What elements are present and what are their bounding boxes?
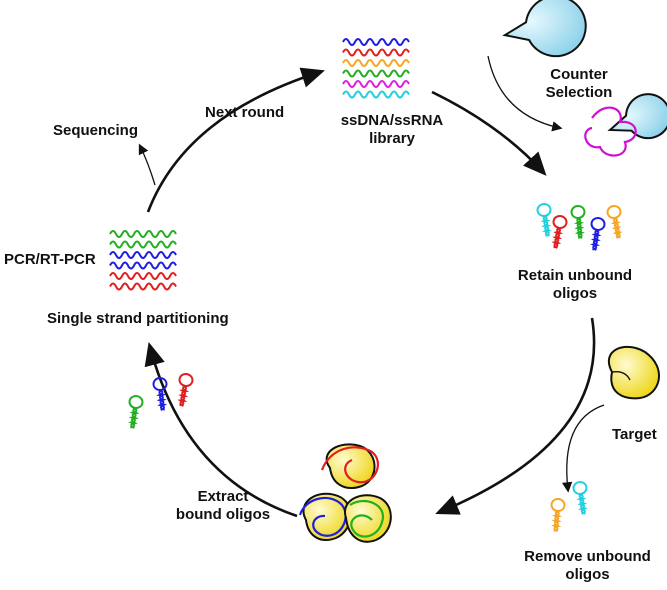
counter-label-line2: Selection (545, 84, 613, 101)
arrow-library-to-retain (431, 90, 547, 176)
extract-label-line2: bound oligos (175, 506, 271, 523)
next-round-label: Next round (205, 104, 285, 121)
remove-label: Remove unbound oligos (510, 548, 665, 584)
cycle-arrows (144, 67, 596, 518)
removed-oligos (550, 480, 588, 532)
arrow-remove-unbound (561, 404, 605, 493)
library-strand (342, 69, 410, 78)
library-strand (342, 38, 410, 46)
extracted-oligos (128, 372, 194, 429)
library-label: ssDNA/ssRNA library (322, 112, 462, 148)
complex-right (344, 494, 392, 543)
removed-oligo (572, 480, 588, 515)
arrow-nextround-to-library (146, 67, 325, 213)
extracted-oligo (128, 394, 144, 429)
retain-label-line1: Retain unbound (517, 267, 633, 284)
counter-protein (502, 0, 587, 58)
library-strand (342, 80, 410, 88)
complex-top (320, 443, 379, 489)
pcr-strand (109, 261, 177, 270)
counter-protein-bound (584, 93, 667, 157)
counter-selection-label: Counter Selection (524, 66, 634, 102)
library-strand (342, 90, 410, 99)
target-label: Target (612, 426, 657, 443)
retain-label-line2: oligos (552, 285, 598, 302)
extract-label: Extract bound oligos (168, 488, 278, 524)
remove-label-line1: Remove unbound (524, 548, 651, 565)
pcr-strand (109, 282, 177, 291)
pcr-strand (109, 230, 177, 238)
counter-label-line1: Counter (550, 66, 608, 83)
pcr-strand (109, 272, 177, 280)
sequencing-label: Sequencing (53, 122, 139, 139)
pcr-label: PCR/RT-PCR (4, 251, 96, 268)
pcr-strand (109, 240, 177, 249)
side-arrows (138, 55, 605, 493)
library-strand (342, 59, 410, 67)
retained-oligo (536, 202, 552, 237)
pcr-strands (109, 230, 177, 291)
arrow-retain-to-extract (435, 317, 596, 515)
arrow-counter-selection (487, 55, 563, 132)
arrow-to-sequencing (138, 143, 156, 186)
retained-oligo (606, 204, 623, 239)
library-strand (342, 48, 410, 57)
library-label-line2: library (369, 130, 415, 147)
retained-oligo (570, 204, 586, 239)
retained-oligo (590, 216, 606, 251)
remove-label-line2: oligos (565, 566, 610, 583)
complex-left (298, 492, 352, 541)
target-protein (608, 345, 660, 400)
extracted-oligo (177, 372, 194, 407)
extracted-oligo (152, 376, 168, 411)
retained-oligos (536, 202, 623, 251)
pcr-strand (109, 251, 177, 259)
removed-oligo (550, 497, 566, 532)
bound-complexes (298, 443, 392, 543)
retain-label: Retain unbound oligos (505, 267, 645, 303)
library-label-line1: ssDNA/ssRNA (340, 112, 444, 129)
partition-label: Single strand partitioning (47, 310, 229, 327)
library-strands (342, 38, 410, 99)
retained-oligo (551, 214, 568, 249)
extract-label-line1: Extract (197, 488, 249, 505)
